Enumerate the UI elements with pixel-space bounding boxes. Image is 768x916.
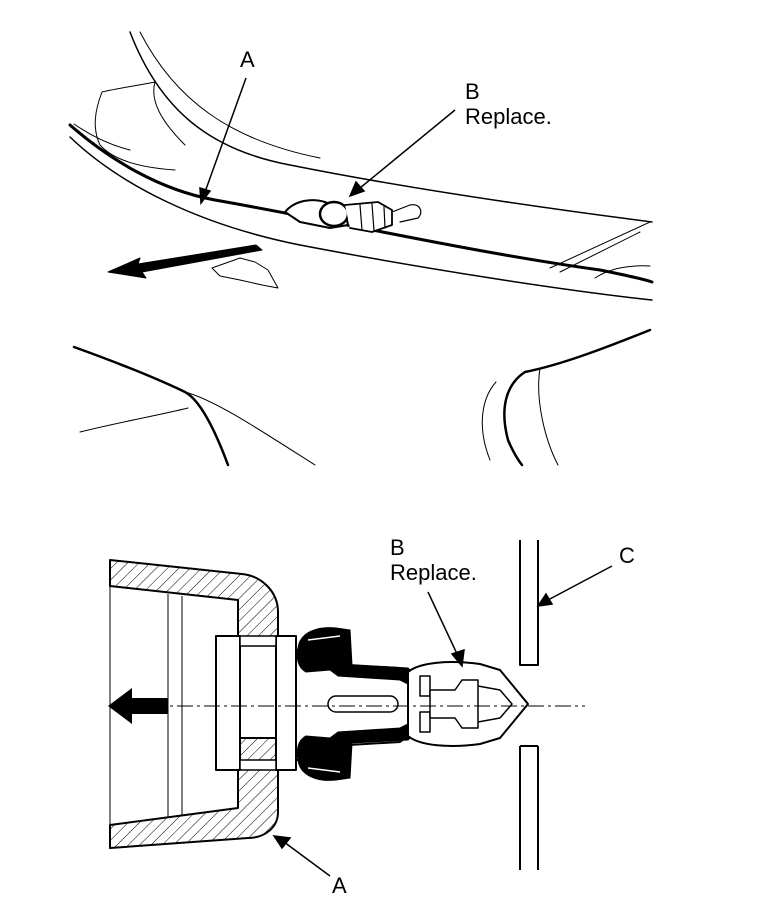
- label-b-section: B: [390, 535, 405, 560]
- label-b-top: B: [465, 79, 480, 104]
- top-illustration: [68, 31, 654, 467]
- label-a-top: A: [240, 47, 255, 72]
- label-a-section: A: [332, 873, 347, 898]
- panel-a-section: [109, 559, 279, 641]
- label-b-top-note: Replace.: [465, 104, 552, 129]
- section-illustration: [108, 540, 585, 870]
- clip-b-top: [284, 199, 422, 233]
- bottom-leaders: [272, 565, 613, 877]
- top-leaders: [199, 77, 456, 206]
- label-c-section: C: [619, 543, 635, 568]
- body-c: [519, 540, 539, 666]
- label-b-section-note: Replace.: [390, 560, 477, 585]
- arrow-left-icon: [108, 688, 168, 724]
- arrow-left-icon: [107, 244, 263, 279]
